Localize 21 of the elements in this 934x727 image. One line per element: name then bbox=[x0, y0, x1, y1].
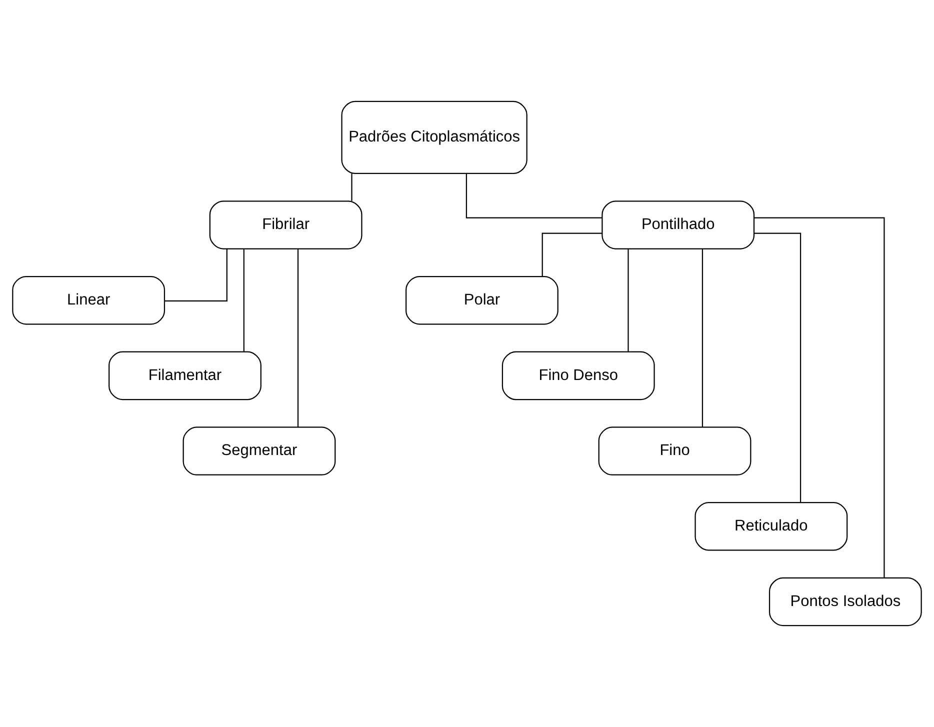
node-box: Pontilhado bbox=[602, 200, 755, 250]
node-box: Filamentar bbox=[108, 351, 262, 400]
node-box: Polar bbox=[406, 276, 558, 325]
connector bbox=[297, 249, 299, 428]
connector bbox=[628, 248, 629, 352]
connector bbox=[164, 249, 228, 302]
node-box: Fino bbox=[598, 426, 752, 476]
node-box: Linear bbox=[12, 276, 166, 325]
connector bbox=[466, 174, 602, 218]
connector bbox=[351, 174, 352, 201]
connector bbox=[702, 249, 704, 428]
node-box: Fino Denso bbox=[502, 351, 655, 400]
connector bbox=[243, 248, 244, 352]
node-box: Fibrilar bbox=[209, 200, 362, 250]
node-box: Reticulado bbox=[694, 502, 848, 551]
connector bbox=[754, 232, 802, 502]
connector bbox=[754, 217, 885, 578]
node-box: Padrões Citoplasmáticos bbox=[341, 100, 528, 174]
connector bbox=[542, 232, 602, 277]
node-box: Pontos Isolados bbox=[768, 577, 922, 626]
node-box: Segmentar bbox=[182, 426, 336, 476]
